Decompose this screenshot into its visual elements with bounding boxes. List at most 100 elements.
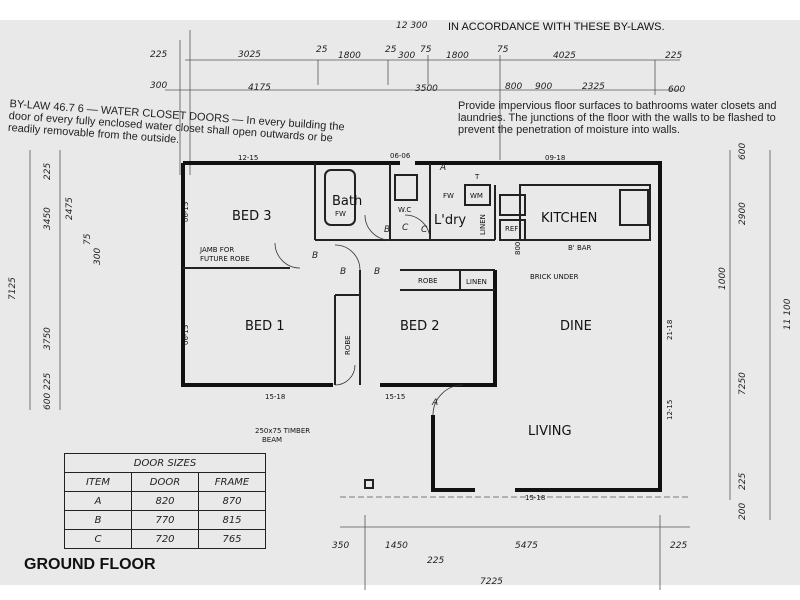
dim-label: 4175 [248, 83, 271, 93]
dim-label: 2325 [582, 82, 605, 92]
bylaw-heading: IN ACCORDANCE WITH THESE BY-LAWS. [448, 21, 665, 33]
room-labels: BED 3 Bath W.C L'dry KITCHEN BED 1 BED 2… [232, 194, 597, 439]
dim-label: 200 [738, 503, 748, 520]
dim-label: 225 [670, 541, 687, 551]
column-header: DOOR [131, 472, 199, 492]
wall-mark: 06-15 [182, 202, 190, 222]
t-label: T [474, 173, 480, 181]
breakfast-bar-label: B' BAR [568, 244, 592, 252]
wall-marks: 12-15 06-06 09-18 06-15 06-15 21-18 12-1… [182, 152, 674, 502]
timber-beam-label-1: 250x75 TIMBER [255, 427, 310, 435]
column-header: FRAME [198, 472, 266, 492]
cell: 720 [131, 529, 199, 549]
wall-mark: 12-15 [238, 154, 258, 162]
dim-label: 4025 [553, 51, 576, 61]
room-bed1: BED 1 [245, 319, 285, 334]
dim-label: 3450 [43, 207, 53, 230]
door-tag: B [374, 267, 380, 277]
floor-surface-note: Provide impervious floor surfaces to bat… [458, 100, 777, 136]
dimensions-left: 225 2475 3450 75 300 7125 3750 225 600 [8, 163, 103, 410]
column-header: ITEM [64, 472, 132, 492]
dim-label: 600 [668, 85, 685, 95]
cell: 820 [131, 491, 199, 511]
wall-mark: 06-15 [182, 325, 190, 345]
dim-label: 12 300 [396, 21, 428, 31]
brick-under-label: BRICK UNDER [530, 273, 579, 281]
door-sizes-title: DOOR SIZES [64, 453, 266, 473]
dim-label: 225 [43, 373, 53, 390]
room-living: LIVING [528, 424, 572, 439]
cell: 770 [131, 510, 199, 530]
dim-label: 75 [83, 233, 93, 245]
dim-label: 1450 [385, 541, 408, 551]
wall-mark: 15-18 [525, 494, 545, 502]
dimensions-right: 600 2900 1000 11 100 7250 225 200 [718, 143, 793, 520]
wall-mark: 800 [514, 242, 522, 255]
wall-mark: 21-18 [666, 320, 674, 340]
dim-label: 225 [150, 50, 167, 60]
dimensions-top: 12 300 225 3025 25 1800 25 300 75 1800 7… [150, 21, 685, 95]
dim-label: 600 [738, 143, 748, 160]
dim-label: 3025 [238, 50, 261, 60]
dim-label: 800 [505, 82, 522, 92]
dim-label: 75 [420, 45, 432, 55]
interior-walls [183, 163, 651, 489]
cell: 870 [198, 491, 266, 511]
dim-label: 225 [665, 51, 682, 61]
door-tag: B [312, 251, 318, 261]
cell: 765 [198, 529, 266, 549]
dim-label: 300 [93, 248, 103, 265]
room-kitchen: KITCHEN [541, 211, 597, 226]
dim-label: 300 [398, 51, 415, 61]
jamb-label-2: FUTURE ROBE [200, 255, 250, 263]
door-swings [274, 214, 464, 416]
linen-label: LINEN [466, 278, 487, 286]
dim-label: 600 [43, 393, 53, 410]
dim-label: 11 100 [783, 298, 793, 330]
dim-label: 1800 [338, 51, 361, 61]
room-wc: W.C [398, 206, 411, 214]
door-tag: A [431, 398, 438, 408]
dim-label: 1000 [718, 267, 728, 290]
door-tags: A B C B B B C A [312, 163, 446, 408]
dim-label: 5475 [515, 541, 538, 551]
dim-label: 225 [43, 163, 53, 180]
dim-label: 350 [332, 541, 349, 551]
dim-label: 3500 [415, 84, 438, 94]
dimension-lines [29, 30, 771, 590]
fw-label: FW [443, 192, 454, 200]
wall-mark: 06-06 [390, 152, 411, 160]
dim-label: 25 [316, 45, 328, 55]
jamb-label-1: JAMB FOR [199, 246, 234, 254]
door-tag: B [340, 267, 346, 277]
fw-label-2: FW [335, 210, 346, 218]
dim-label: 7225 [480, 577, 503, 587]
dim-label: 25 [385, 45, 397, 55]
room-laundry: L'dry [434, 213, 466, 228]
dim-label: 300 [150, 81, 167, 91]
wall-mark: 09-18 [545, 154, 565, 162]
dimensions-bottom: 350 1450 225 5475 225 7225 [332, 541, 687, 587]
dim-label: 225 [738, 473, 748, 490]
door-tag: B [384, 225, 390, 235]
page-title: GROUND FLOOR [24, 556, 156, 573]
dim-label: 75 [497, 45, 509, 55]
ref-label: REF [505, 225, 518, 233]
wm-label: WM [470, 192, 483, 200]
dim-label: 225 [427, 556, 444, 566]
dim-label: 2475 [65, 197, 75, 220]
wall-mark: 15-15 [385, 393, 405, 401]
dim-label: 7250 [738, 372, 748, 395]
dim-label: 900 [535, 82, 552, 92]
room-bed2: BED 2 [400, 319, 440, 334]
dim-label: 7125 [8, 277, 18, 300]
door-tag: C [421, 225, 428, 235]
robe-label-2: ROBE [344, 335, 352, 355]
door-tag: A [439, 163, 446, 173]
dim-label: 1800 [446, 51, 469, 61]
cell: C [64, 529, 132, 549]
linen-label-2: LINEN [479, 214, 487, 235]
